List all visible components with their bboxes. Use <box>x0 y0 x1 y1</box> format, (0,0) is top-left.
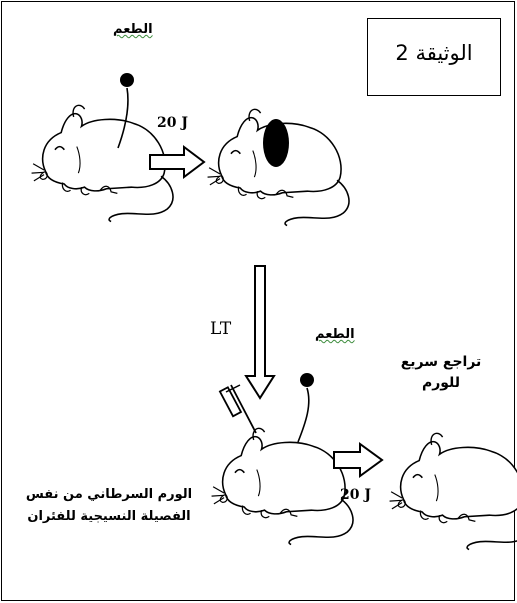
document-title: الوثيقة 2 <box>395 41 473 65</box>
vaccine-label-bottom: الطعم <box>315 327 355 342</box>
document-title-box: الوثيقة 2 <box>367 18 501 96</box>
vaccine-dot-1 <box>120 73 134 87</box>
vaccine-dot-2 <box>300 373 314 387</box>
time-label-bottom: 20 J <box>340 487 371 503</box>
arrow-right-1 <box>149 145 206 179</box>
mouse-recovered <box>388 432 517 551</box>
vaccine-label-top: الطعم <box>113 22 153 37</box>
vaccine-line-2 <box>297 387 310 443</box>
vaccine-line-1 <box>117 87 129 149</box>
syringe-icon <box>218 384 257 434</box>
arrow-down <box>244 265 276 400</box>
time-label-top: 20 J <box>157 115 188 131</box>
tumor-mass <box>263 119 289 167</box>
tumor-source-label: الورم السرطاني من نفس الفصيلة النسيجية ل… <box>25 487 193 524</box>
lt-label: LT <box>210 319 232 339</box>
mouse-treated <box>210 427 354 546</box>
arrow-right-2 <box>333 442 384 478</box>
regression-label: تراجع سريع للورم <box>400 354 482 391</box>
